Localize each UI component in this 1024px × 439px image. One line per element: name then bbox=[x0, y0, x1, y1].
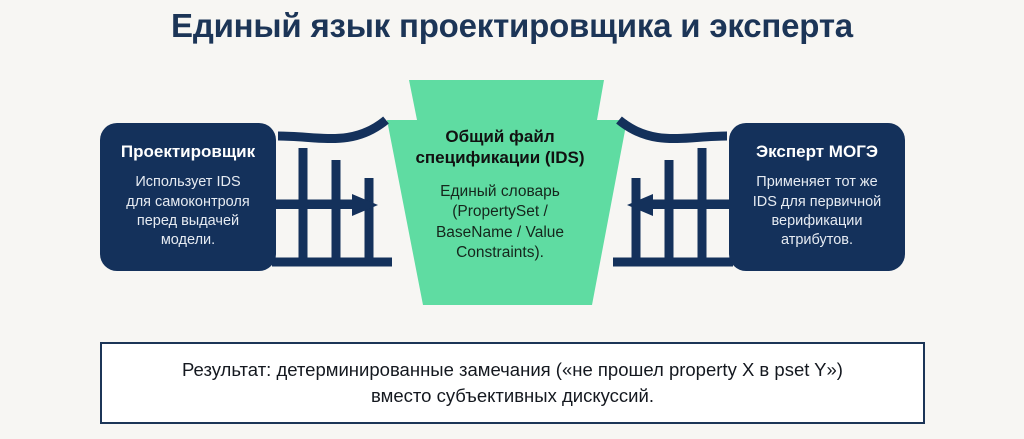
expert-card-title: Эксперт МОГЭ bbox=[756, 142, 878, 162]
expert-card: Эксперт МОГЭ Применяет тот же IDS для пе… bbox=[729, 123, 905, 271]
designer-body-line: перед выдачей bbox=[136, 212, 240, 229]
designer-body-line: модели. bbox=[160, 231, 216, 248]
expert-body-line: атрибутов. bbox=[780, 231, 854, 248]
expert-body-line: верификации bbox=[771, 212, 863, 229]
right-to-center-arrow bbox=[627, 194, 733, 216]
result-callout-box: Результат: детерминированные замечания (… bbox=[100, 342, 925, 424]
result-line-2: вместо субъективных дискуссий. bbox=[371, 385, 654, 406]
designer-card: Проектировщик Использует IDS для самокон… bbox=[100, 123, 276, 271]
right-bridge-truss bbox=[613, 116, 733, 267]
designer-card-body: Использует IDS для самоконтроля перед вы… bbox=[126, 173, 250, 250]
center-funnel-shape bbox=[387, 80, 627, 305]
page-title: Единый язык проектировщика и эксперта bbox=[171, 7, 853, 44]
expert-card-body: Применяет тот же IDS для первичной вериф… bbox=[753, 173, 882, 250]
expert-body-line: IDS для первичной bbox=[752, 193, 882, 210]
designer-card-title: Проектировщик bbox=[120, 142, 256, 162]
designer-body-line: для самоконтроля bbox=[126, 193, 250, 210]
expert-body-line: Применяет тот же bbox=[756, 174, 878, 191]
left-to-center-arrow bbox=[272, 194, 378, 216]
designer-body-line: Использует IDS bbox=[135, 174, 241, 191]
result-callout-text: Результат: детерминированные замечания (… bbox=[168, 357, 857, 408]
left-bridge-truss bbox=[272, 116, 392, 267]
result-line-1: Результат: детерминированные замечания (… bbox=[182, 359, 843, 381]
